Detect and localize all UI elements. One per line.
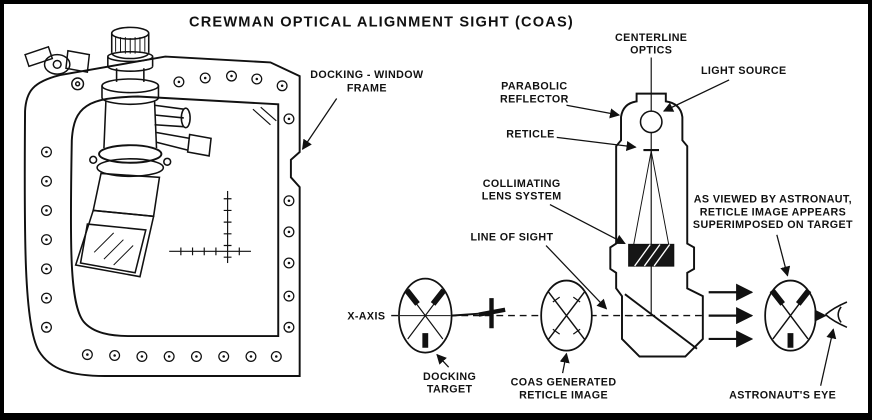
page-title: CREWMAN OPTICAL ALIGNMENT SIGHT (COAS) [189,14,574,30]
label-astronauts-eye: ASTRONAUT'S EYE [729,389,836,401]
label-as-viewed-2: RETICLE IMAGE APPEARS [700,206,846,218]
label-x-axis: X-AXIS [347,311,385,323]
latch-assembly-drawing [24,45,91,91]
coas-diagram: CREWMAN OPTICAL ALIGNMENT SIGHT (COAS) [23,14,853,401]
frame-rivets [40,70,295,363]
label-docking-window-frame-1: DOCKING - WINDOW [310,69,424,81]
superimposed-view-symbol [764,279,817,352]
label-collimating-lens-1: COLLIMATING [483,178,561,190]
reticle-element [633,149,670,245]
label-coas-generated-1: COAS GENERATED [511,377,617,389]
leader-parabolic-reflector [566,104,621,119]
leader-astronauts-eye [820,328,837,386]
coas-unit-drawing [74,26,212,278]
leader-line-of-sight [545,245,608,310]
leader-collimating-lens [549,204,626,245]
eye-icon [825,301,848,329]
leader-docking-window-frame [302,98,338,150]
coas-body-outline [609,92,704,358]
label-parabolic-reflector-2: REFLECTOR [500,93,569,105]
label-docking-window-frame-2: FRAME [347,83,387,95]
collimating-lens-element [628,243,675,267]
light-source-circle [639,110,663,134]
label-as-viewed-1: AS VIEWED BY ASTRONAUT, [694,194,852,206]
docking-window-frame-drawing [23,55,301,377]
label-reticle: RETICLE [506,128,555,140]
label-docking-target-2: TARGET [427,384,473,396]
label-docking-target-1: DOCKING [423,371,476,383]
label-centerline-optics-1: CENTERLINE [615,32,687,44]
leader-docking-target [436,353,450,368]
leader-coas-generated [559,352,570,374]
label-parabolic-reflector-1: PARABOLIC [501,81,567,93]
leader-reticle [556,136,637,152]
label-as-viewed-3: SUPERIMPOSED ON TARGET [693,219,853,231]
label-line-of-sight: LINE OF SIGHT [470,232,553,244]
leader-as-viewed [776,234,791,277]
output-light-arrows [708,283,754,348]
label-coas-generated-2: RETICLE IMAGE [519,389,608,401]
window-reticle-marks [169,106,277,264]
label-light-source: LIGHT SOURCE [701,65,787,77]
mounted-coas-drawing: DOCKING - WINDOW FRAME [23,26,424,377]
mirror-element [624,293,698,350]
leader-light-source [662,79,730,112]
optical-schematic: CENTERLINE OPTICS LIGHT SOURCE PARABOLIC… [347,32,853,401]
coas-reticle-image-symbol [540,279,593,352]
docking-target-symbol [398,277,453,354]
label-centerline-optics-2: OPTICS [630,45,672,57]
standoff-cross-symbol [451,298,506,329]
label-collimating-lens-2: LENS SYSTEM [482,191,562,203]
